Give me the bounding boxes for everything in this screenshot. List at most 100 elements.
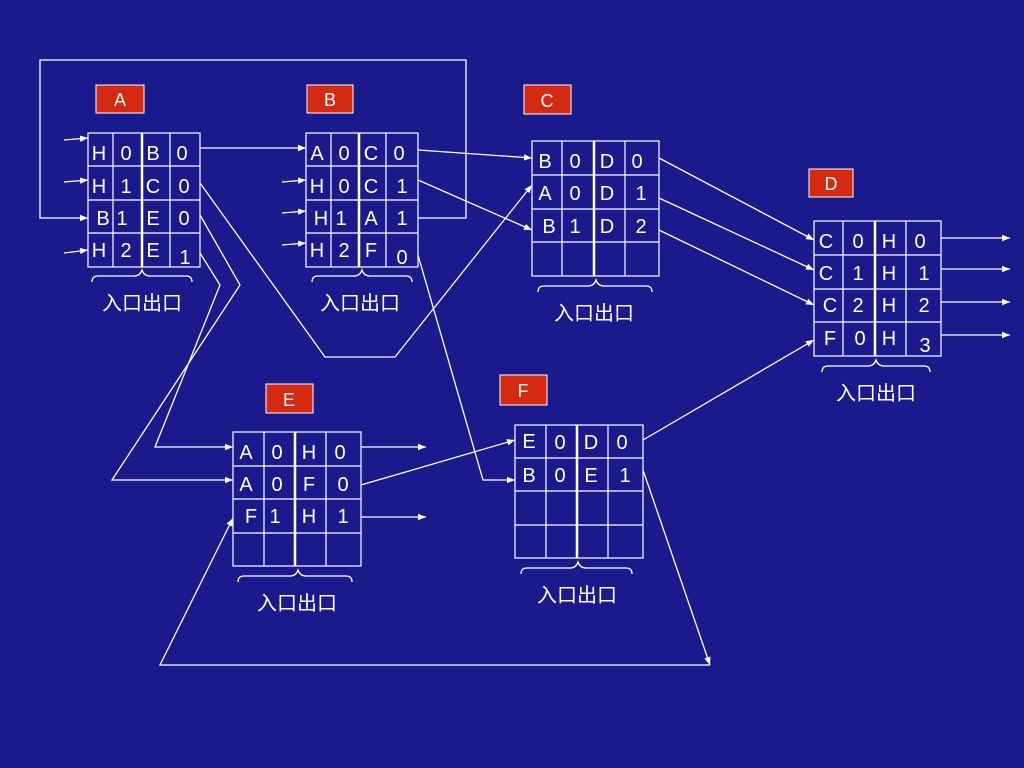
- node-D-r3-out-port: H: [882, 295, 896, 317]
- A-to-E-row1-arrow: [154, 252, 233, 451]
- node-E-r1-out-num: 0: [334, 442, 345, 464]
- node-E: E A 0 H 0 A 0 F 0 F 1 H 1 入口出口: [232, 383, 362, 615]
- node-D-r1-in-port: C: [819, 231, 833, 253]
- node-A-r4-in-port: H: [92, 240, 106, 262]
- node-B-r2-in-port: H: [310, 176, 324, 198]
- node-C-badge: [523, 84, 572, 115]
- C-to-D-row1-arrow: [658, 157, 815, 241]
- node-A-r1-out-num: 0: [176, 143, 187, 165]
- node-B-r3-out-num: 1: [396, 208, 407, 230]
- node-A-r3-out-num: 0: [178, 208, 189, 230]
- node-B-r1-out-port: C: [364, 143, 378, 165]
- node-C-r2-out-num: 1: [635, 183, 646, 205]
- C-to-D-row3-arrow: [658, 229, 815, 306]
- node-C-footer-label: 入口出口: [554, 301, 634, 325]
- node-D-r4-in-port: F: [824, 328, 836, 350]
- node-E-brace: [237, 567, 353, 583]
- node-A-r2-out-port: C: [146, 176, 160, 198]
- node-B-r2-out-port: C: [364, 176, 378, 198]
- node-D-r2-in-num: 1: [852, 263, 863, 285]
- node-B-r4-in-num: 2: [338, 240, 349, 262]
- A-input-1-arrow: [63, 135, 89, 142]
- node-B-r4-out-num: 0: [396, 247, 407, 269]
- node-C-r1-out-num: 0: [631, 151, 642, 173]
- node-D-r2-in-port: C: [819, 263, 833, 285]
- node-A-r3-in-num: 1: [116, 208, 127, 230]
- A-to-E-row2-arrow: [110, 214, 241, 484]
- connections: [39, 59, 1010, 666]
- A-input-4-arrow: [63, 247, 89, 255]
- E-to-F-arrow: [360, 439, 516, 486]
- node-E-r3-in-num: 1: [269, 506, 280, 528]
- node-B-badge: [306, 84, 354, 114]
- node-E-badge: [265, 383, 314, 414]
- node-C-r1-in-num: 0: [569, 151, 580, 173]
- node-A-r2-in-port: H: [92, 176, 106, 198]
- node-F-r1-in-num: 0: [554, 432, 565, 454]
- B-to-F-arrow: [417, 254, 515, 484]
- node-B-badge-label: B: [324, 90, 336, 110]
- node-B-r2-out-num: 1: [396, 176, 407, 198]
- node-E-r3-out-port: H: [302, 506, 316, 528]
- node-D-r3-out-num: 2: [918, 295, 929, 317]
- node-F-r1-out-port: D: [584, 432, 598, 454]
- loop-B-to-A-arrow: [39, 59, 467, 222]
- node-D-r1-out-num: 0: [914, 231, 925, 253]
- node-E-r3-out-num: 1: [337, 506, 348, 528]
- node-F-r2-out-port: E: [584, 465, 597, 487]
- node-F-r2-in-num: 0: [554, 465, 565, 487]
- node-D: D C 0 H 0 C 1 H 1 C 2 H 2 F 0 H 3 入口出口: [808, 168, 942, 405]
- node-B: B A 0 C 0 H 0 C 1 H 1 A 1 H 2 F 0 入口出口: [305, 84, 419, 315]
- node-C-r3-out-num: 2: [635, 216, 646, 238]
- node-E-r1-out-port: H: [302, 442, 316, 464]
- node-C-badge-label: C: [541, 91, 554, 111]
- node-C: C B 0 D 0 A 0 D 1 B 1 D 2 入口出口: [523, 84, 660, 325]
- B-to-C-row1-arrow: [417, 149, 533, 161]
- node-D-r4-out-port: H: [882, 328, 896, 350]
- node-D-r4-in-num: 0: [854, 328, 865, 350]
- node-B-r3-out-port: A: [364, 208, 378, 230]
- node-D-r2-out-port: H: [882, 263, 896, 285]
- node-B-r3-in-num: 1: [335, 208, 346, 230]
- node-F: F E 0 D 0 B 0 E 1 入口出口: [499, 374, 644, 607]
- B-input-2-arrow: [281, 177, 307, 184]
- node-A-footer-label: 入口出口: [102, 291, 182, 315]
- node-C-r3-out-port: D: [600, 216, 614, 238]
- node-C-r3-in-port: B: [542, 216, 555, 238]
- node-B-footer-label: 入口出口: [320, 291, 400, 315]
- node-D-badge-label: D: [825, 174, 838, 194]
- node-D-badge: [808, 168, 854, 198]
- node-D-r4-out-num: 3: [919, 335, 930, 357]
- node-A-r3-out-port: E: [146, 208, 159, 230]
- node-D-r3-in-port: C: [823, 295, 837, 317]
- node-F-r1-out-num: 0: [616, 432, 627, 454]
- node-B-r1-out-num: 0: [393, 143, 404, 165]
- node-A-r4-in-num: 2: [120, 240, 131, 262]
- node-C-r2-in-num: 0: [569, 183, 580, 205]
- node-E-r1-in-num: 0: [271, 442, 282, 464]
- node-E-r3-in-port: F: [245, 506, 257, 528]
- node-B-r2-in-num: 0: [338, 176, 349, 198]
- node-B-brace: [311, 267, 413, 283]
- node-A-badge-label: A: [114, 90, 126, 110]
- node-A-r4-out-port: E: [146, 240, 159, 262]
- node-C-r3-in-num: 1: [569, 216, 580, 238]
- node-E-r1-in-port: A: [239, 442, 253, 464]
- node-F-r1-in-port: E: [522, 431, 535, 453]
- node-A-r2-in-num: 1: [120, 176, 131, 198]
- C-to-D-row2-arrow: [658, 197, 815, 271]
- node-B-r4-in-port: H: [310, 240, 324, 262]
- B-input-4-arrow: [281, 240, 307, 247]
- node-D-r1-in-num: 0: [852, 231, 863, 253]
- node-D-footer-label: 入口出口: [836, 381, 916, 405]
- node-F-r2-out-num: 1: [619, 465, 630, 487]
- B-input-3-arrow: [281, 208, 307, 215]
- node-A: A H 0 B 0 H 1 C 0 B 1 E 0 H 2 E 1 入口出口: [87, 84, 201, 315]
- node-A-r4-out-num: 1: [179, 247, 190, 269]
- node-F-brace: [520, 559, 633, 575]
- node-A-r3-in-port: B: [96, 208, 109, 230]
- node-B-r1-in-num: 0: [338, 143, 349, 165]
- node-C-r1-out-port: D: [600, 151, 614, 173]
- node-E-r2-in-port: A: [239, 474, 253, 496]
